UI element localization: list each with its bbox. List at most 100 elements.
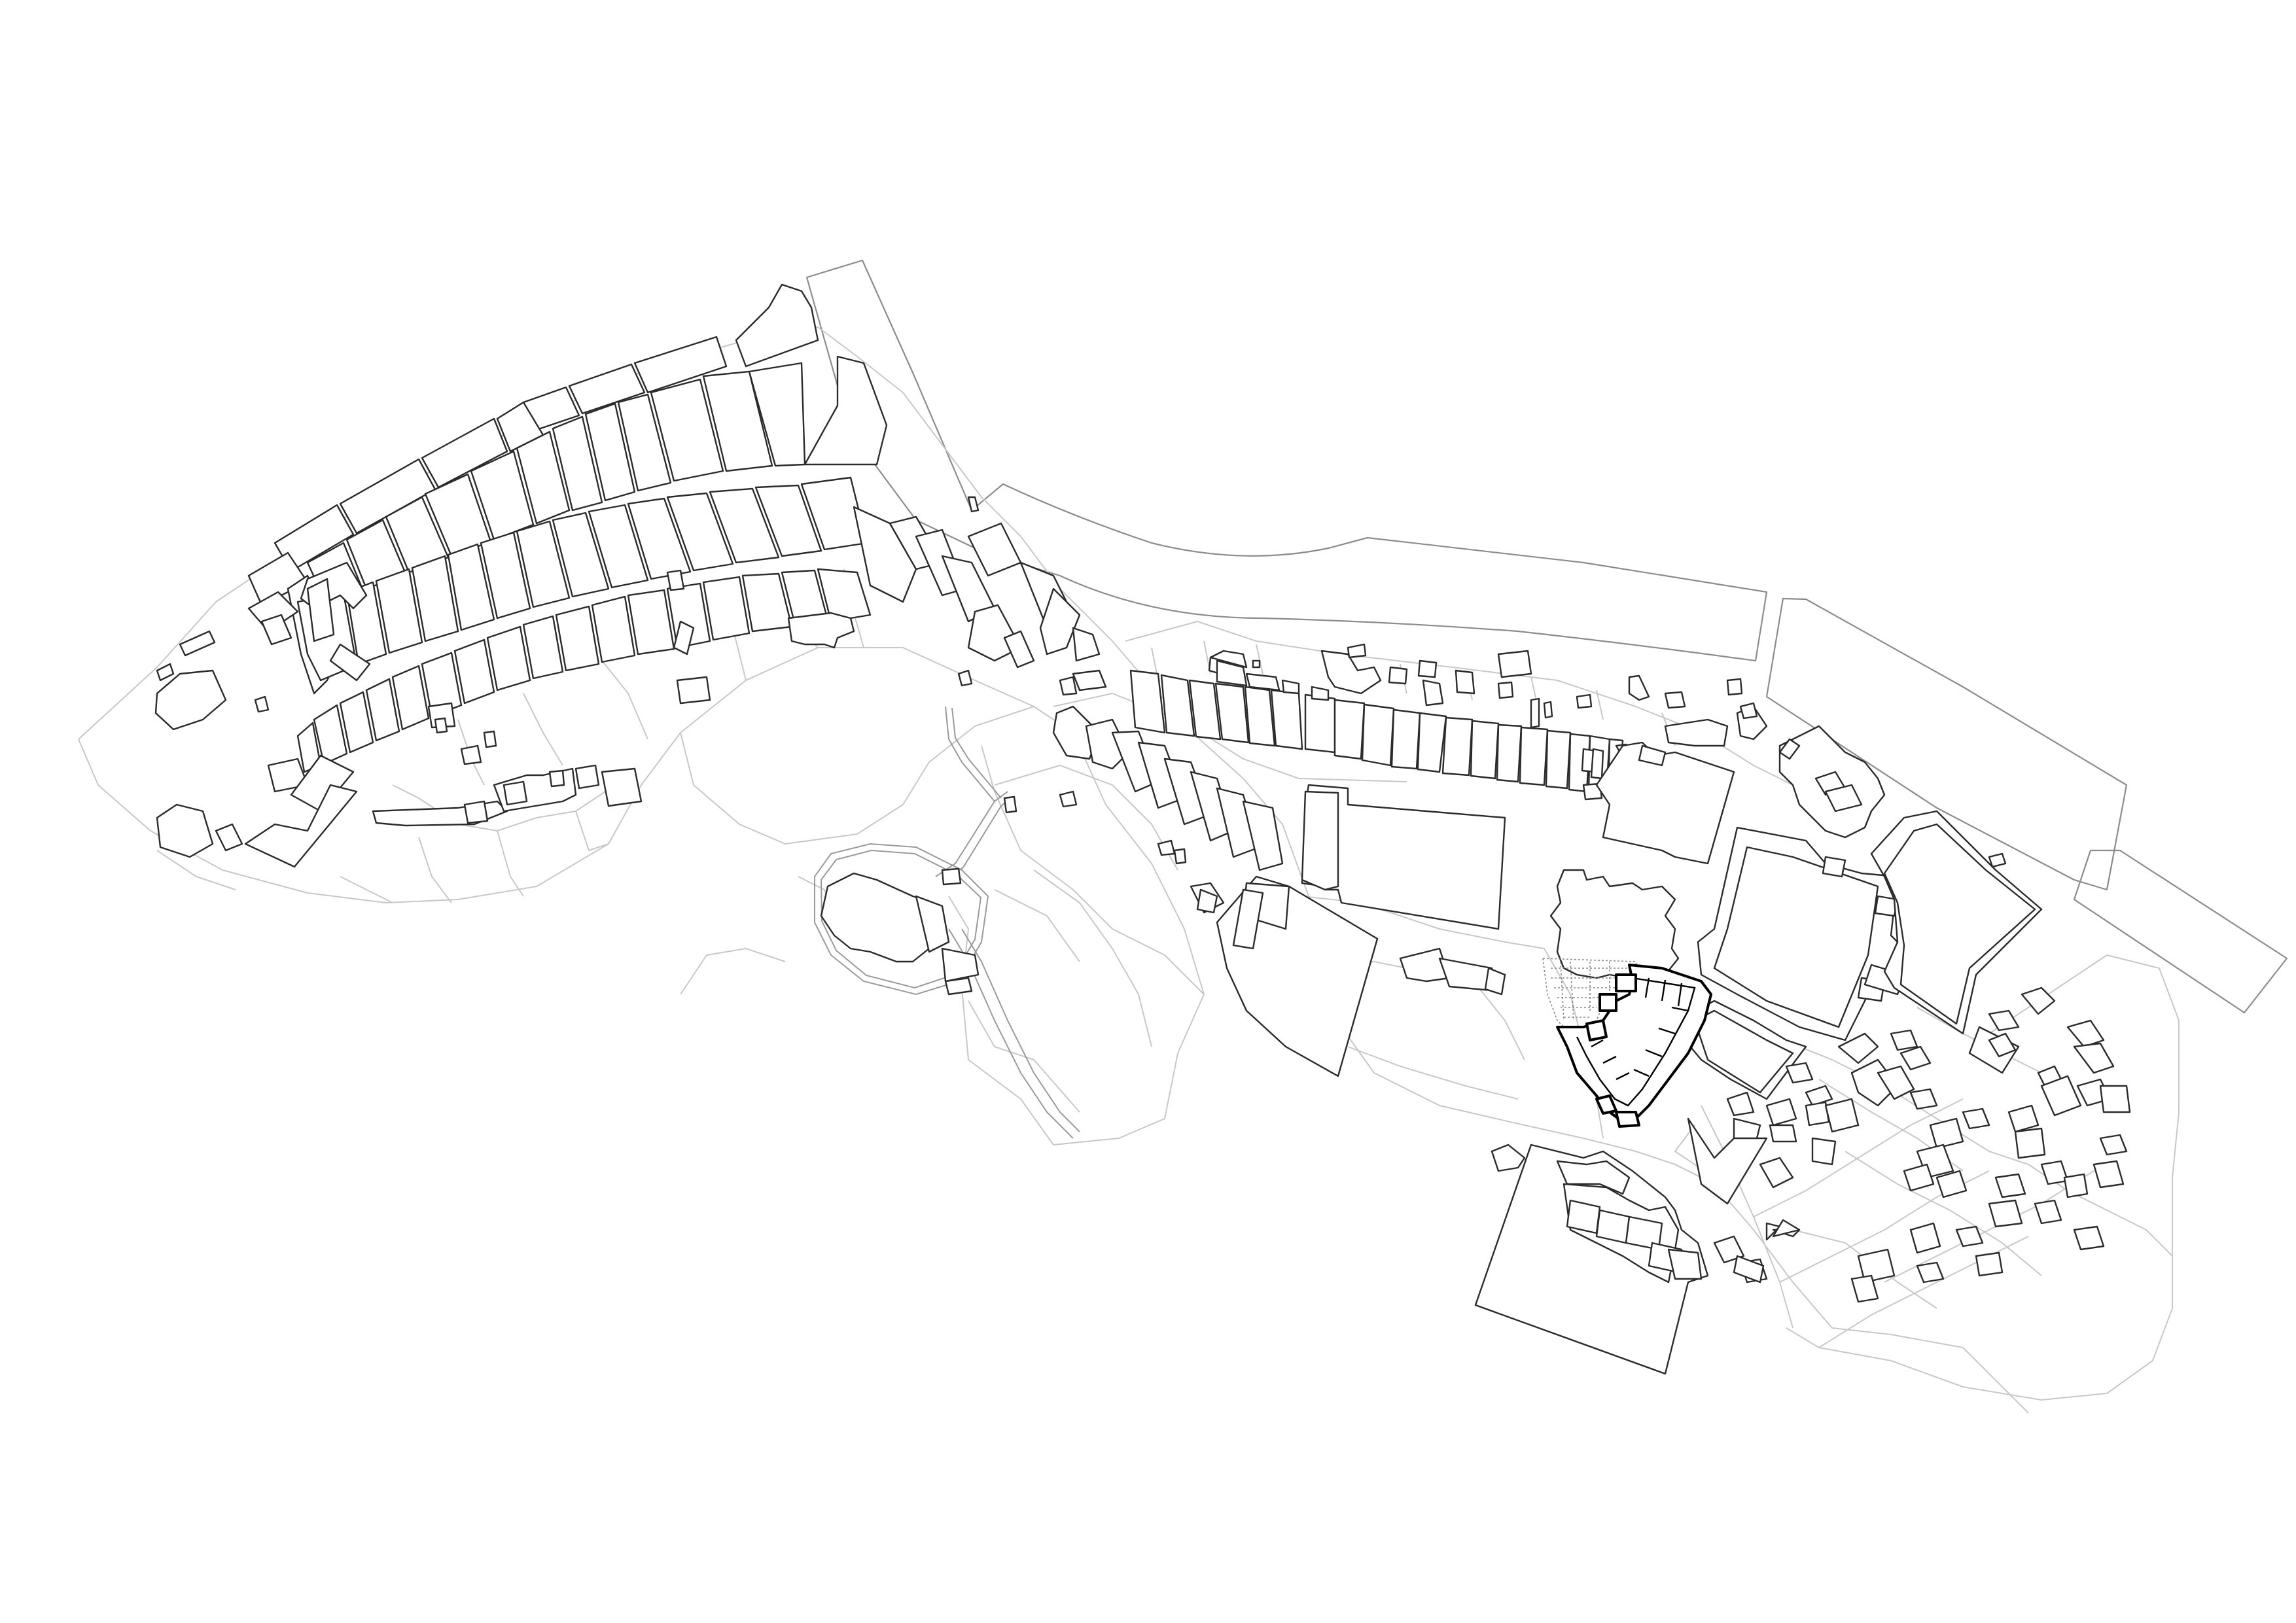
building [967,522,1022,577]
building [1909,1222,1941,1254]
building [1595,1209,1631,1244]
building [375,568,423,654]
building [709,487,780,564]
building [1899,1045,1932,1071]
building [1052,705,1101,760]
building [503,780,528,806]
building [329,643,371,682]
building [2093,1160,2125,1189]
building [480,531,531,620]
building [957,669,973,687]
building [1530,697,1540,729]
building [941,867,962,886]
building [1417,659,1438,678]
building [1474,1143,1709,1375]
building [1361,703,1395,767]
building [1638,744,1667,767]
building [1890,1029,1918,1051]
highlighted-building [1542,958,1712,1128]
building [702,370,773,472]
river-banks [805,259,2288,1014]
building [1811,1137,1837,1166]
building [1417,712,1447,773]
building [650,378,724,482]
building [516,520,571,608]
building [260,614,292,646]
building [1157,839,1176,856]
building [1837,1032,1879,1064]
building [1874,895,1899,917]
building [702,576,751,641]
building [1877,1065,1915,1100]
building [306,578,335,642]
building [591,595,636,663]
building [1244,686,1276,747]
building [1824,784,1863,812]
building [1994,1173,2026,1198]
building [1003,795,1017,814]
building [1582,782,1603,801]
building [2014,1127,2046,1159]
building [463,800,489,824]
building [627,497,692,580]
building [1713,846,1879,1028]
building [627,589,675,655]
building [548,769,565,788]
building [1160,674,1195,737]
building [1059,790,1078,808]
building [421,417,508,489]
building [666,569,685,591]
building [1543,701,1553,719]
building [313,704,348,765]
building [1188,679,1222,741]
building [1390,708,1421,770]
building [1209,650,1248,669]
building [1566,1199,1601,1234]
building [617,393,672,492]
building [676,676,711,705]
building [1769,1124,1797,1143]
building [820,872,937,963]
building [365,678,400,742]
building [1214,682,1250,744]
building [447,543,495,631]
building [2040,1160,2069,1185]
building [817,568,872,623]
building [1824,1098,1860,1133]
building [1857,1248,1896,1283]
building [1484,967,1506,996]
building [470,450,535,541]
building [1216,659,1248,687]
building [1333,699,1366,760]
building [1497,650,1532,678]
building [601,767,643,807]
building [179,630,216,657]
building [748,362,806,467]
building [754,484,822,557]
building [1822,856,1846,878]
building [1173,848,1187,865]
building [2034,1199,2062,1225]
building [1590,748,1604,780]
building [1545,729,1572,790]
building [1988,1009,2020,1032]
building [1713,1235,1745,1264]
building [2021,986,2056,1015]
building [735,283,819,368]
building [1072,627,1101,662]
building [552,512,610,598]
building [1667,1248,1703,1280]
building [574,764,600,790]
building [1039,587,1081,655]
building [254,695,270,713]
building [552,415,603,512]
building [1470,720,1500,780]
building [787,612,855,649]
building [1320,650,1382,695]
building [1595,741,1735,865]
building [391,665,430,731]
building [516,430,571,525]
building [1455,669,1475,695]
building [421,652,463,718]
building [944,977,973,996]
